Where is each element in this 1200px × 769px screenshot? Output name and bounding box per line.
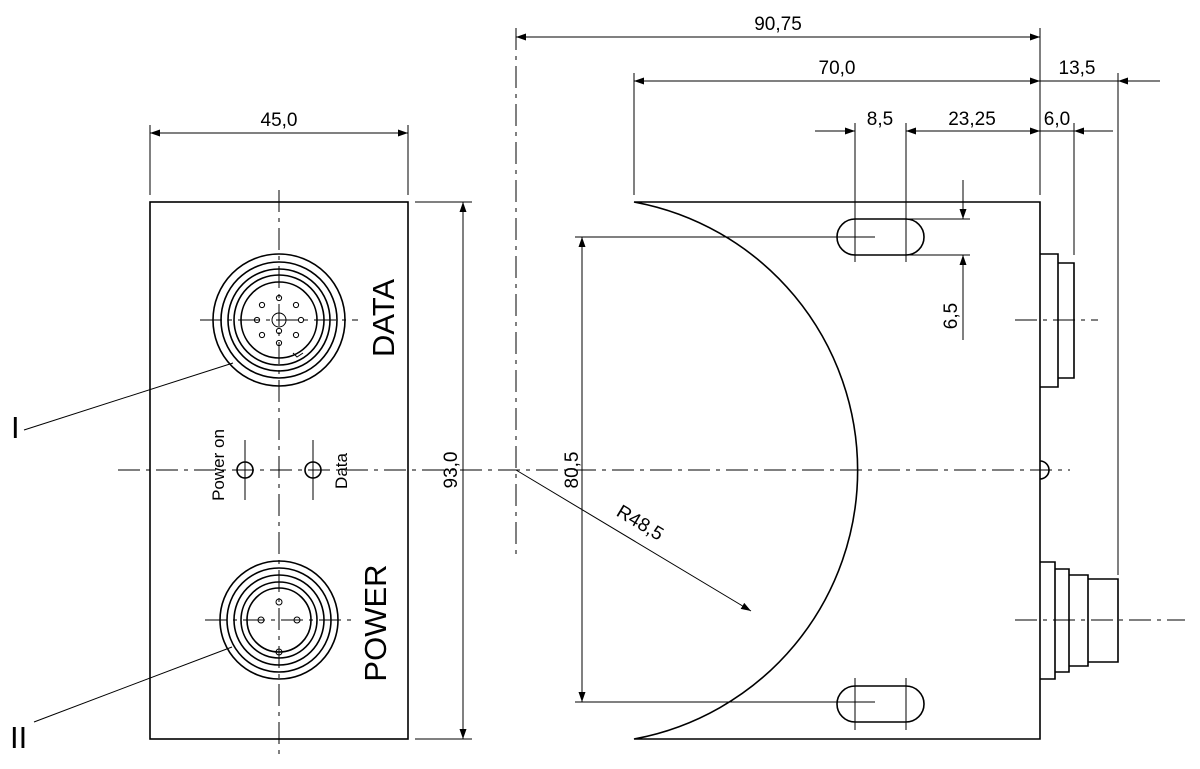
mounting-slot-top — [836, 205, 925, 262]
dim-slot-width-text: 8,5 — [867, 109, 893, 130]
dim-body-depth: 70,0 — [633, 58, 1040, 195]
dim-slot-row: 8,5 23,25 6,0 — [815, 109, 1113, 255]
data-connector — [200, 253, 358, 387]
callout-2-leader — [33, 646, 233, 723]
front-view: DATA Power on Data POWER I — [10, 110, 1070, 755]
power-on-led-label: Power on — [209, 429, 228, 501]
radius-leader — [515, 469, 752, 612]
dim-radius-text: R48,5 — [613, 501, 667, 545]
dim-height-text: 93,0 — [441, 452, 462, 489]
data-led — [304, 440, 322, 500]
side-view: R48,5 80,5 6,5 — [515, 14, 1185, 740]
data-led-label: Data — [332, 453, 351, 489]
data-connector-profile — [1015, 253, 1098, 388]
dim-front-width: 45,0 — [149, 110, 409, 195]
power-connector — [205, 560, 353, 680]
dim-overall-depth-text: 90,75 — [754, 14, 802, 35]
dim-height: 93,0 — [415, 201, 472, 740]
callout-1-label: I — [11, 410, 20, 445]
power-on-led — [236, 440, 254, 500]
dim-connector-offset-text: 6,0 — [1044, 109, 1070, 130]
callout-2-label: II — [10, 720, 27, 755]
mounting-slot-bottom — [836, 678, 925, 730]
power-connector-profile — [1015, 561, 1185, 680]
dim-connector-projection: 13,5 — [1040, 58, 1160, 575]
side-body-outline — [633, 201, 1041, 740]
data-connector-label: DATA — [366, 279, 401, 357]
dim-overall-depth: 90,75 — [516, 14, 1041, 195]
callout-1-leader — [23, 362, 234, 431]
side-center-hole — [1039, 460, 1050, 480]
dim-slot-height: 6,5 — [906, 180, 970, 340]
dim-bore-chord: 80,5 — [562, 236, 875, 703]
dim-slot-height-text: 6,5 — [941, 303, 962, 329]
dim-front-width-text: 45,0 — [261, 110, 298, 131]
dim-bore-chord-text: 80,5 — [562, 452, 583, 489]
dim-connector-projection-text: 13,5 — [1059, 58, 1096, 79]
power-connector-label: POWER — [358, 564, 393, 681]
dim-slot-offset-text: 23,25 — [948, 109, 996, 130]
dim-body-depth-text: 70,0 — [819, 58, 856, 79]
